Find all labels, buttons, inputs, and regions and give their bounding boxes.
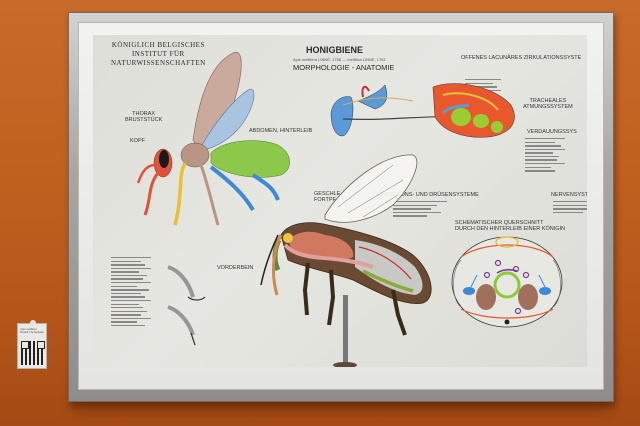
digestive-heading: VERDAUUNGSSYS [527, 129, 577, 135]
pin-icon [30, 320, 36, 326]
external-morphology-diagram [136, 51, 290, 226]
head-label: KOPF [130, 138, 145, 144]
species-name: Apis mellifera LINNÉ, 1758 — mellifica L… [293, 57, 386, 62]
reproductive-heading: GESCHLE FORTPF [314, 191, 341, 203]
foreleg-label: VORDERBEIN [217, 265, 254, 271]
excretory-heading: EXKRETIONS- UND DRÜSENSYSTEME [377, 192, 479, 198]
display-case-interior: KÖNIGLICH BELGISCHES INSTITUT FÜR NATURW… [78, 22, 604, 390]
display-case-frame: KÖNIGLICH BELGISCHES INSTITUT FÜR NATURW… [68, 12, 614, 402]
nervous-heading: NERVENSYSTEM [551, 192, 587, 198]
internal-anatomy-diagram [330, 83, 515, 138]
qr-code-icon[interactable] [21, 341, 45, 365]
bee-model-3d[interactable] [93, 35, 587, 367]
institution-name: KÖNIGLICH BELGISCHES INSTITUT FÜR NATURW… [111, 41, 206, 67]
anatomy-poster: KÖNIGLICH BELGISCHES INSTITUT FÜR NATURW… [93, 35, 587, 367]
cross-section-heading: SCHEMATISCHER QUERSCHNITT DURCH DEN HINT… [455, 220, 566, 232]
digestive-legend [525, 138, 565, 174]
museum-label-text: Apis mellifera Modell / Schautafel [20, 327, 44, 335]
circulation-heading: OFFENES LACUNÄRES ZIRKULATIONSSYSTE [461, 55, 582, 61]
thorax-label: THORAX BRUSTSTÜCK [125, 111, 163, 123]
tracheal-heading: TRACHEALES ATMUNGSSYSTEM [523, 98, 573, 110]
abdomen-label: ABDOMEN, HINTERLEIB [249, 128, 313, 134]
excretory-legend [393, 201, 447, 219]
legend-list [111, 257, 151, 329]
museum-label[interactable]: Apis mellifera Modell / Schautafel [17, 320, 47, 369]
poster-subtitle: MORPHOLOGIE - ANATOMIE [293, 63, 395, 72]
foreleg-diagram [167, 265, 206, 346]
nervous-legend [553, 201, 587, 215]
cross-section-diagram [451, 236, 563, 328]
poster-title: HONIGBIENE [306, 45, 364, 55]
